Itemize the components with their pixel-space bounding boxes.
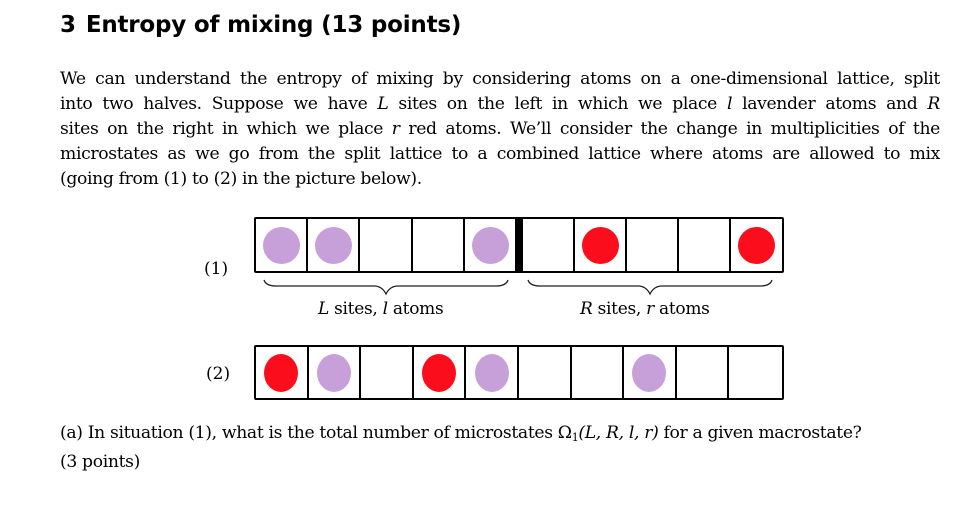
intro-paragraph: We can understand the entropy of mixing … (60, 67, 940, 192)
lavender-atom-icon (262, 226, 300, 264)
lattice-site (256, 347, 309, 398)
question-a-line-1: (a) In situation (1), what is the total … (60, 421, 940, 450)
left-brace-label: L sites, l atoms (318, 299, 444, 319)
lattice-site (572, 347, 625, 398)
text: into two halves. Suppose we have (60, 94, 378, 114)
lattice-site (361, 347, 414, 398)
lattice-site (414, 347, 467, 398)
text: atoms (653, 299, 710, 319)
math-r: r (391, 119, 400, 139)
text: sites, (329, 299, 383, 319)
lattice-site (519, 347, 572, 398)
lattice-site (413, 219, 465, 271)
red-atom-icon (422, 353, 457, 392)
left-brace-icon (263, 279, 509, 296)
text: sites on the left in which we place (388, 94, 727, 114)
lattice-site (679, 219, 731, 271)
lattice-site (731, 219, 782, 271)
lavender-atom-icon (474, 353, 509, 392)
lavender-atom-icon (316, 353, 351, 392)
lattice-site (523, 219, 575, 271)
math-R: R (580, 299, 593, 319)
lattice-site (729, 347, 782, 398)
intro-line-3: sites on the right in which we place r r… (60, 117, 940, 142)
lattice-site (465, 219, 523, 271)
intro-line-2: into two halves. Suppose we have L sites… (60, 92, 940, 117)
lattice-site (308, 219, 360, 271)
text: for a given macrostate? (658, 423, 862, 443)
row-1-label: (1) (204, 259, 229, 279)
lattice-site (256, 219, 308, 271)
text: sites, (592, 299, 647, 319)
math-L: L (318, 299, 329, 319)
row-2-label: (2) (206, 364, 231, 384)
lattice-site (677, 347, 730, 398)
math-l: l (726, 94, 733, 114)
lavender-atom-icon (471, 226, 509, 264)
section-heading: 3 Entropy of mixing (13 points) (60, 12, 461, 38)
lattice-site (466, 347, 519, 398)
right-brace-label: R sites, r atoms (580, 299, 710, 319)
text: red atoms. We’ll consider the change in … (399, 119, 941, 139)
lattice-site (627, 219, 679, 271)
red-atom-icon (581, 226, 619, 264)
mixed-lattice (254, 345, 784, 400)
question-a-points: (3 points) (60, 452, 140, 472)
math-l: l (382, 299, 388, 319)
lavender-atom-icon (314, 226, 352, 264)
lavender-atom-icon (632, 353, 667, 392)
lattice-site (360, 219, 413, 271)
split-lattice (254, 217, 784, 273)
question-a: (a) In situation (1), what is the total … (60, 421, 940, 475)
math-r: r (646, 299, 654, 319)
intro-line-1: We can understand the entropy of mixing … (60, 69, 940, 89)
lattice-site (309, 347, 362, 398)
red-atom-icon (738, 226, 775, 264)
math-L: L (377, 94, 389, 114)
lattice-site (624, 347, 677, 398)
red-atom-icon (264, 353, 299, 392)
section-number: 3 (60, 12, 76, 38)
omega-symbol: Ω (557, 423, 572, 443)
math-R: R (927, 94, 940, 114)
intro-line-4: microstates as we go from the split latt… (60, 144, 940, 164)
text: sites on the right in which we place (60, 119, 392, 139)
intro-line-5: (going from (1) to (2) in the picture be… (60, 169, 422, 189)
text: (a) In situation (1), what is the total … (60, 423, 558, 443)
text: atoms (387, 299, 444, 319)
text: lavender atoms and (732, 94, 928, 114)
omega-subscript: 1 (571, 431, 579, 444)
section-title: Entropy of mixing (13 points) (85, 12, 462, 38)
lattice-site (575, 219, 627, 271)
right-brace-icon (527, 279, 773, 296)
omega-args: (L, R, l, r) (578, 423, 659, 443)
